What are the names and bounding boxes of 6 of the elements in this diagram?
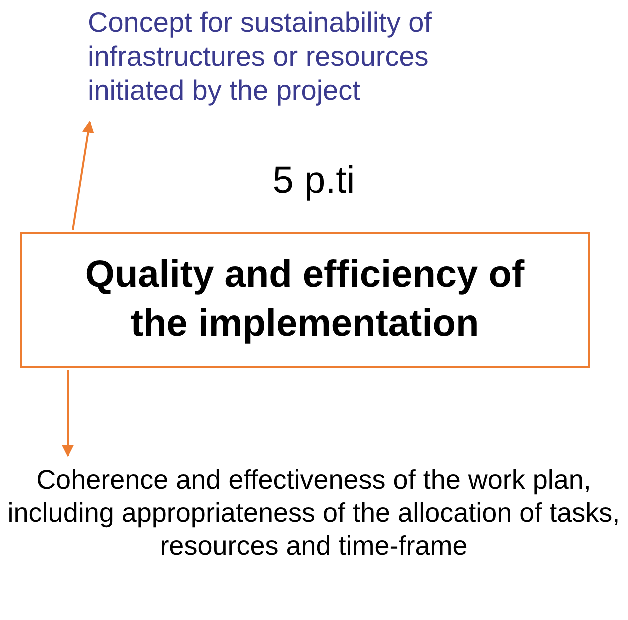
- points-label: 5 p.ti: [272, 160, 356, 203]
- arrow: [72, 120, 94, 230]
- arrow: [62, 370, 74, 458]
- criterion-box: Quality and efficiency of the implementation: [20, 232, 590, 368]
- description-text: Coherence and effectiveness of the work plan, including appropriateness of the allocation of tasks, resources and time-frame: [6, 464, 622, 563]
- description-text: Concept for sustainability of infrastructures or resources initiated by the project: [88, 6, 528, 108]
